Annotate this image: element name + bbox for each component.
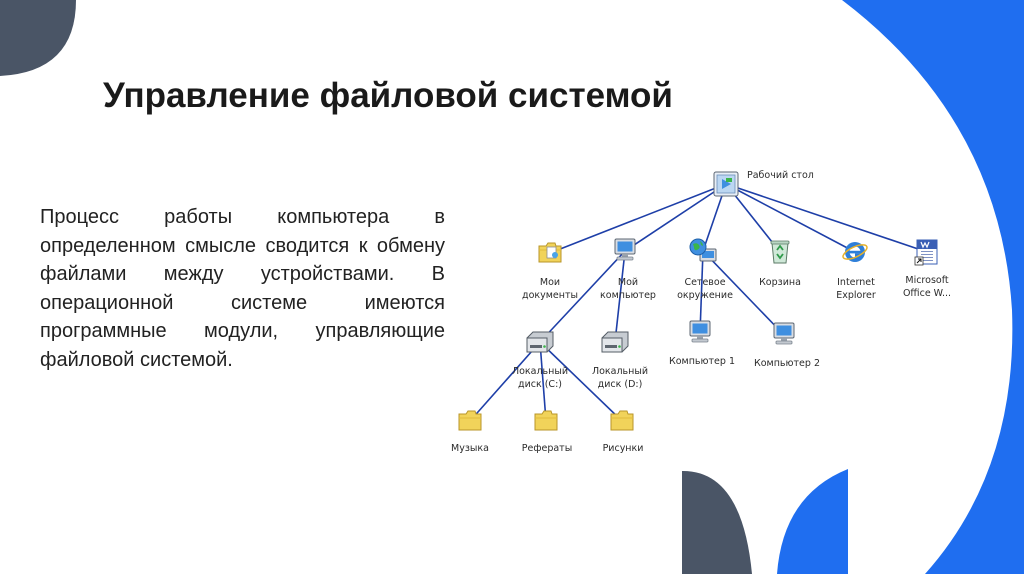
node-recycle: Корзина xyxy=(759,240,801,288)
slide-title: Управление файловой системой xyxy=(103,76,673,115)
internet-explorer-icon xyxy=(842,242,868,262)
slate-leaf-shape xyxy=(682,470,752,574)
node-essays: Рефераты xyxy=(522,410,572,454)
node-pictures: Рисунки xyxy=(603,410,644,454)
edge-diskc-essays xyxy=(539,341,547,422)
edge-network-comp1 xyxy=(699,250,704,334)
node-comp1: Компьютер 1 xyxy=(669,320,735,367)
edge-desktop-word xyxy=(725,183,928,253)
node-diskc: Локальный диск (C:) xyxy=(512,331,568,390)
node-label-pictures: Рисунки xyxy=(603,443,644,454)
hard-drive-icon xyxy=(526,331,554,353)
node-network: Сетевое окружение xyxy=(677,238,733,301)
computer-icon xyxy=(773,322,795,345)
node-label-mydocs: документы xyxy=(522,290,578,301)
edge-diskc-pictures xyxy=(539,341,623,422)
computer-icon xyxy=(689,320,711,343)
blue-curve-shape xyxy=(842,0,1024,574)
folder-documents-icon xyxy=(538,242,562,263)
node-label-network: окружение xyxy=(677,290,733,301)
hard-drive-icon xyxy=(601,331,629,353)
edges-layer xyxy=(469,183,928,422)
edge-desktop-mydocs xyxy=(549,183,727,254)
node-comp2: Компьютер 2 xyxy=(754,322,820,369)
node-label-diskd: диск (D:) xyxy=(598,379,643,390)
node-mycomputer: Мой компьютер xyxy=(600,238,656,301)
node-label-network: Сетевое xyxy=(684,277,725,288)
node-label-word: Office W... xyxy=(903,288,951,299)
word-document-icon xyxy=(914,239,938,266)
node-label-comp1: Компьютер 1 xyxy=(669,356,735,367)
slide-paragraph: Процесс работы компьютера в определенном… xyxy=(40,206,445,371)
node-label-mycomputer: компьютер xyxy=(600,290,656,301)
blue-leaf-shape xyxy=(777,469,848,574)
node-label-diskc: Локальный xyxy=(512,366,568,377)
node-music: Музыка xyxy=(451,410,489,454)
node-label-recycle: Корзина xyxy=(759,277,801,288)
edge-desktop-ie xyxy=(725,183,856,253)
node-label-diskd: Локальный xyxy=(592,366,648,377)
folder-icon xyxy=(458,410,482,431)
edge-mycomputer-diskd xyxy=(614,250,626,343)
node-label-essays: Рефераты xyxy=(522,443,572,454)
node-label-mycomputer: Мой xyxy=(618,277,638,288)
node-label-comp2: Компьютер 2 xyxy=(754,358,820,369)
edge-mycomputer-diskc xyxy=(539,250,626,343)
node-label-mydocs: Мои xyxy=(540,277,560,288)
node-label-word: Microsoft xyxy=(905,275,949,286)
slate-corner-shape xyxy=(0,0,76,76)
node-label-music: Музыка xyxy=(451,443,489,454)
node-label-desktop: Рабочий стол xyxy=(747,170,814,181)
node-label-ie: Internet xyxy=(837,277,875,288)
network-globe-icon xyxy=(689,238,717,262)
edge-network-comp2 xyxy=(702,250,785,336)
edge-diskc-music xyxy=(469,341,541,422)
folder-icon xyxy=(610,410,634,431)
recycle-bin-icon xyxy=(770,240,790,264)
node-desktop: Рабочий стол xyxy=(713,170,814,197)
desktop-icon xyxy=(713,171,739,197)
computer-icon xyxy=(614,238,636,261)
node-label-ie: Explorer xyxy=(836,290,876,301)
folder-icon xyxy=(534,410,558,431)
edge-desktop-mycomputer xyxy=(624,183,727,252)
node-diskd: Локальный диск (D:) xyxy=(592,331,648,390)
node-label-diskc: диск (C:) xyxy=(518,379,562,390)
node-mydocs: Мои документы xyxy=(522,242,578,301)
